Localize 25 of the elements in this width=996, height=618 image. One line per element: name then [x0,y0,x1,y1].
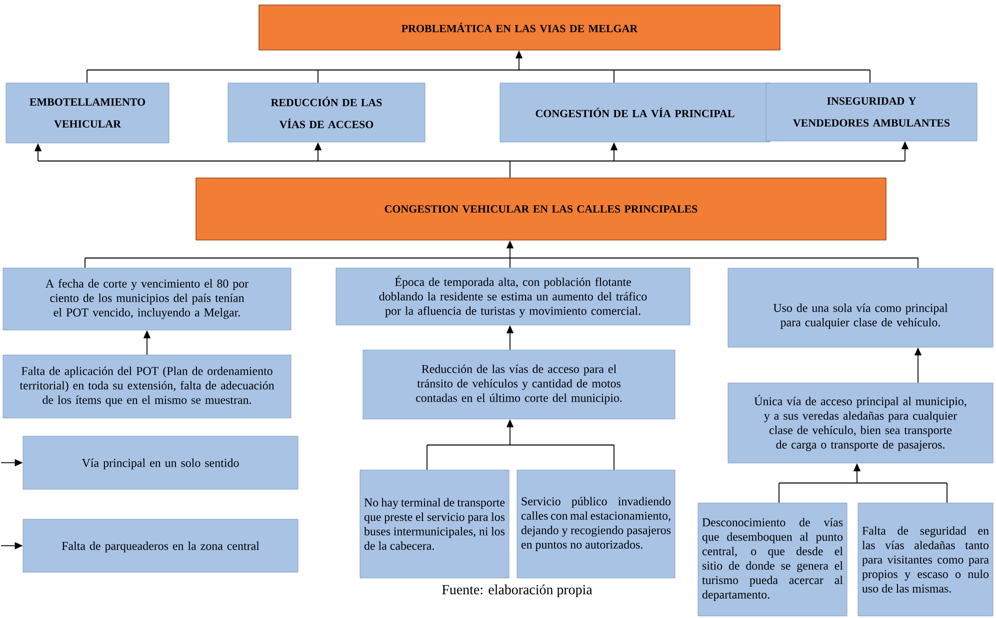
problem-box: PROBLEMÁTICA EN LAS VIAS DE MELGAR [258,4,780,50]
category-box: CONGESTIÓN DE LA VÍA PRINCIPAL [500,82,770,142]
connector-line [946,482,948,504]
connector-line [86,70,88,84]
cause-box: A fecha de corte y vencimiento el 80 por ciento de los municipios del país tenían el POT vencido, incluyendo a Melgar. [2,268,292,330]
connector-line [778,482,780,504]
cause-box: Falta de aplicación del POT (Plan de ordenamiento territorial) en toda su extensión, falta de adecuación de los ítems que en el mismo se muestran. [2,354,292,418]
cause-box: Reducción de las vías de acceso para el tránsito de vehículos y cantidad de motos contadas en el último corte del municipio. [362,350,676,420]
connector-line [84,258,86,268]
cause-box: Época de temporada alta, con población flotante doblando la residente se estima un aumento del tráfico por la afluencia de turistas y movimiento comercial. [336,268,690,326]
category-box: INSEGURIDAD Y VENDEDORES AMBULANTES [766,82,978,142]
cause-box: Desconocimiento de vías que desemboquen al punto central, o que desde el sitio de donde se genera el turismo pueda acercar al departamento. [698,502,848,616]
category-box: REDUCCIÓN DE LAS VÍAS DE ACCESO [228,82,426,142]
connector-line [426,444,428,470]
cause-box: Única vía de acceso principal al municipio, y a sus veredas aledañas para cualquier clase de vehículo, bien sea transporte de carga o transporte de pasajeros. [728,382,994,464]
problem-box: CONGESTION VEHICULAR EN LAS CALLES PRINCIPALES [196,178,886,240]
cause-box: No hay terminal de transporte que preste el servicio para los buses intermunicipales, ni los de la cabecera. [360,470,510,578]
cause-box: Uso de una sola vía como principal para cualquier clase de vehículo. [728,268,994,348]
cause-box: Falta de parqueaderos en la zona central [22,519,298,572]
cause-box: Vía principal en un solo sentido [22,436,298,490]
cause-box: Falta de seguridad en las vías aledañas tanto para visitantes como para propios y escaso o nulo uso de las mismas. [858,502,994,616]
category-box: EMBOTELLAMIENTO VEHICULAR [6,82,170,144]
connector-line [38,160,906,178]
cause-box: Servicio público invadiendo calles con mal estacionamiento, dejando y recogiendo pasajeros en puntos no autorizados. [516,470,676,578]
caption: Fuente: elaboración propia [442,584,592,598]
